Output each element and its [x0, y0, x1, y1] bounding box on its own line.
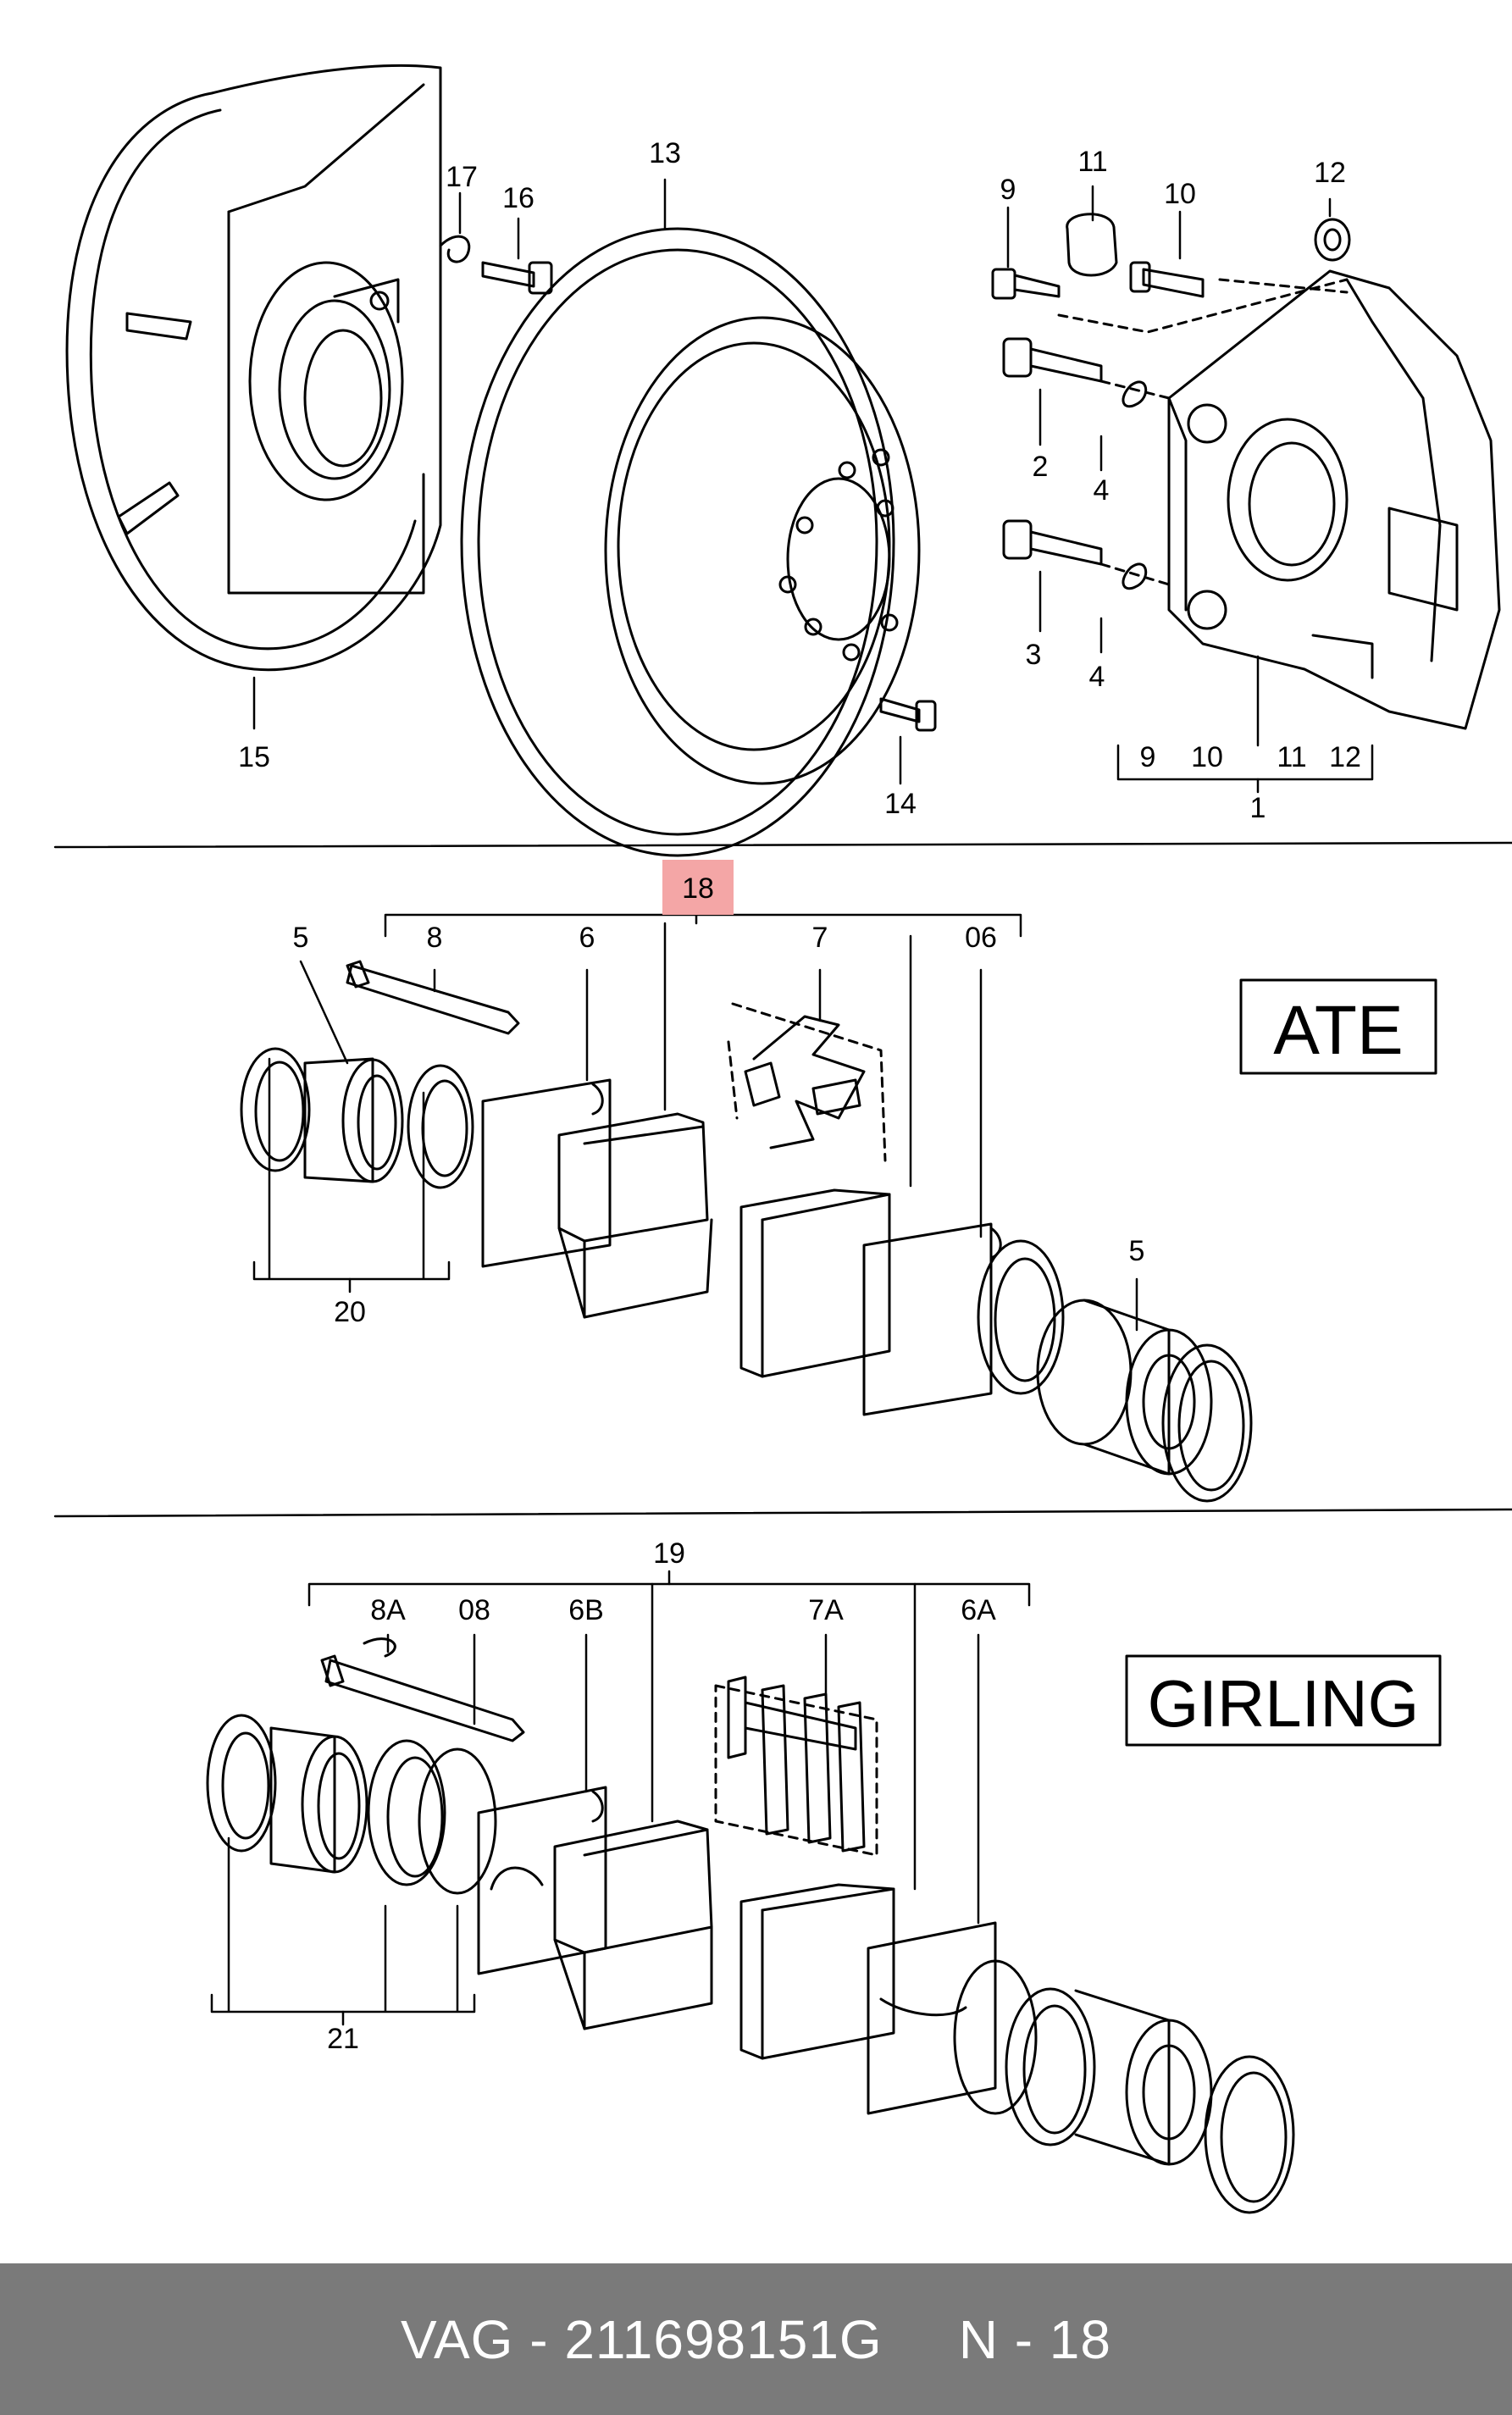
group-9: 9 — [1140, 741, 1156, 773]
callout-16: 16 — [502, 182, 534, 214]
girling-callouts: 19 8A 08 6B 7A 6A 21 — [327, 1537, 996, 2055]
callout-18: 18 — [682, 872, 714, 905]
callout-6A: 6A — [961, 1594, 996, 1626]
callout-6B: 6B — [568, 1594, 604, 1626]
splash-shield-drawing — [65, 64, 442, 672]
callout-9: 9 — [1000, 174, 1016, 206]
group-11: 11 — [1277, 741, 1306, 773]
part-number: VAG - 211698151G — [401, 2308, 883, 2370]
leader-lines-top — [53, 178, 1512, 1518]
callout-11: 11 — [1077, 146, 1107, 178]
callout-20: 20 — [334, 1296, 366, 1328]
girling-leader-lines — [386, 1582, 980, 1925]
ate-callouts: 18 5 8 6 7 06 5 20 — [293, 872, 1145, 1328]
footer-bar: VAG - 211698151G N - 18 — [0, 2263, 1512, 2415]
callout-5-right: 5 — [1129, 1235, 1145, 1267]
brand-ate: ATE — [1273, 992, 1403, 1069]
callout-15: 15 — [238, 741, 270, 773]
girling-group-bracket — [210, 1570, 1031, 2026]
ate-leader-lines — [299, 922, 1138, 1332]
callout-06: 06 — [965, 922, 997, 954]
highlight-18 — [662, 860, 734, 915]
callout-1: 1 — [1250, 792, 1266, 824]
callout-13: 13 — [649, 137, 681, 169]
brake-disc-drawing — [460, 227, 937, 857]
brand-girling: GIRLING — [1148, 1666, 1420, 1741]
callout-8: 8 — [427, 922, 443, 954]
caliper-drawing — [991, 213, 1501, 730]
callout-14: 14 — [884, 788, 917, 820]
brand-girling-box: GIRLING — [1125, 1654, 1442, 1747]
callout-17: 17 — [446, 161, 478, 193]
callout-5-left: 5 — [293, 922, 309, 954]
girling-parts-drawing — [206, 1637, 1295, 2214]
callout-12: 12 — [1314, 157, 1346, 189]
callout-3: 3 — [1026, 639, 1042, 671]
bolt-16-drawing — [439, 235, 553, 295]
callout-6: 6 — [579, 922, 595, 954]
callout-21: 21 — [327, 2023, 359, 2055]
callout-19: 19 — [653, 1537, 685, 1570]
callouts-top: 13 17 16 15 14 9 11 10 12 2 4 3 4 9 10 1… — [238, 137, 1361, 824]
callout-4b: 4 — [1089, 661, 1105, 693]
callout-2: 2 — [1033, 451, 1049, 483]
callout-7: 7 — [812, 922, 828, 954]
brand-ate-box: ATE — [1239, 978, 1437, 1075]
callout-8A: 8A — [370, 1594, 406, 1626]
group-10: 10 — [1191, 741, 1223, 773]
group-12: 12 — [1329, 741, 1361, 773]
callout-10: 10 — [1164, 178, 1196, 210]
ate-parts-drawing — [240, 960, 1253, 1503]
page-ref: N - 18 — [958, 2308, 1111, 2370]
callout-08: 08 — [458, 1594, 490, 1626]
callout-7A: 7A — [808, 1594, 844, 1626]
callout-4a: 4 — [1094, 474, 1110, 507]
